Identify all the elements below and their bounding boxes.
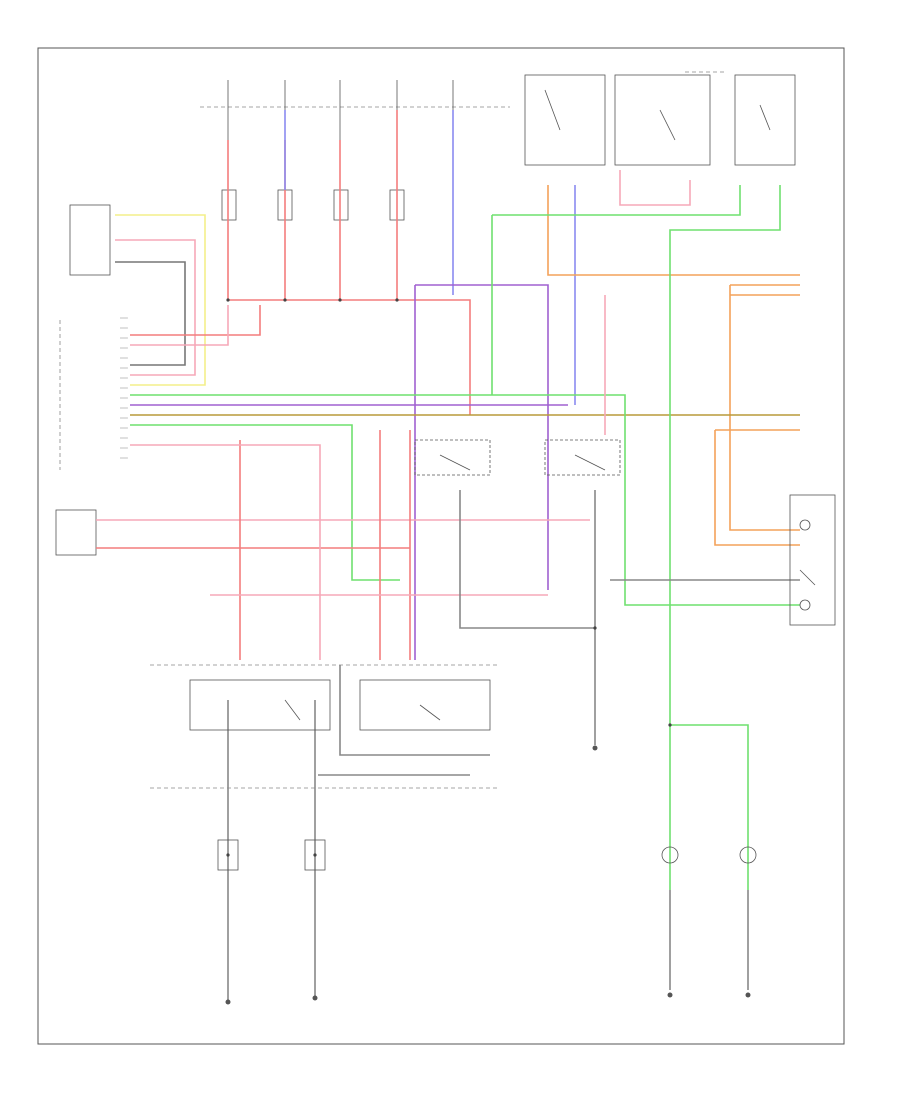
lamp-bulbs bbox=[217, 839, 757, 871]
diagram-frame bbox=[37, 47, 845, 1045]
boundary-lines bbox=[59, 71, 725, 789]
pin-ticks bbox=[120, 317, 128, 459]
ground-points bbox=[225, 745, 751, 1005]
auto-light-sensor bbox=[55, 204, 111, 556]
junction-dots bbox=[226, 298, 672, 857]
switch-blocks bbox=[189, 439, 836, 731]
wires bbox=[96, 110, 800, 1000]
fuse-blocks bbox=[227, 74, 796, 166]
relay-coils bbox=[221, 189, 405, 221]
